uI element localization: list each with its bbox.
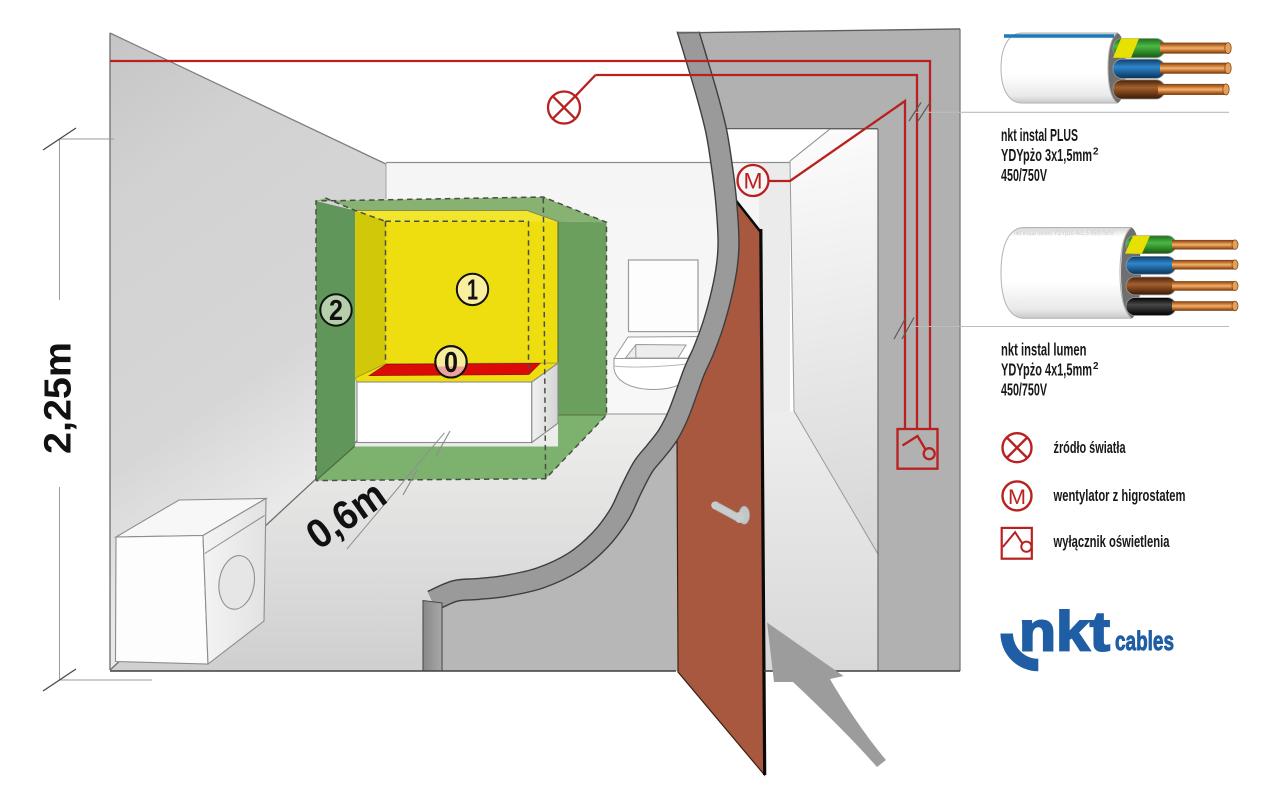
svg-text:wyłącznik oświetlenia: wyłącznik oświetlenia <box>1053 533 1170 551</box>
svg-text:M: M <box>1008 486 1026 509</box>
svg-text:M: M <box>744 169 763 194</box>
svg-text:nkt: nkt <box>1019 600 1110 663</box>
svg-text:nkt instal PLUS: nkt instal PLUS <box>1001 125 1078 145</box>
svg-text:cables: cables <box>1115 626 1174 656</box>
svg-text:nkt instal lumen: nkt instal lumen <box>1001 340 1087 360</box>
svg-text:źródło światła: źródło światła <box>1054 439 1127 457</box>
svg-text:1: 1 <box>467 274 478 306</box>
svg-text:wentylator z higrostatem: wentylator z higrostatem <box>1053 487 1186 505</box>
svg-text:2: 2 <box>329 295 343 327</box>
svg-text:0: 0 <box>444 347 458 379</box>
svg-text:450/750V: 450/750V <box>1001 380 1047 400</box>
svg-text:450/750V: 450/750V <box>1001 165 1047 185</box>
svg-text:2: 2 <box>1093 147 1099 158</box>
svg-text:YDYpżo 4x1,5mm: YDYpżo 4x1,5mm <box>1001 360 1092 380</box>
svg-text:2,25m: 2,25m <box>38 342 80 454</box>
svg-text:2: 2 <box>1093 361 1099 372</box>
svg-text:nkt instal lumen YDYpzo 4x1,5: nkt instal lumen YDYpzo 4x1,5 450/750V <box>1014 231 1114 237</box>
svg-text:YDYpżo 3x1,5mm: YDYpżo 3x1,5mm <box>1001 145 1092 165</box>
